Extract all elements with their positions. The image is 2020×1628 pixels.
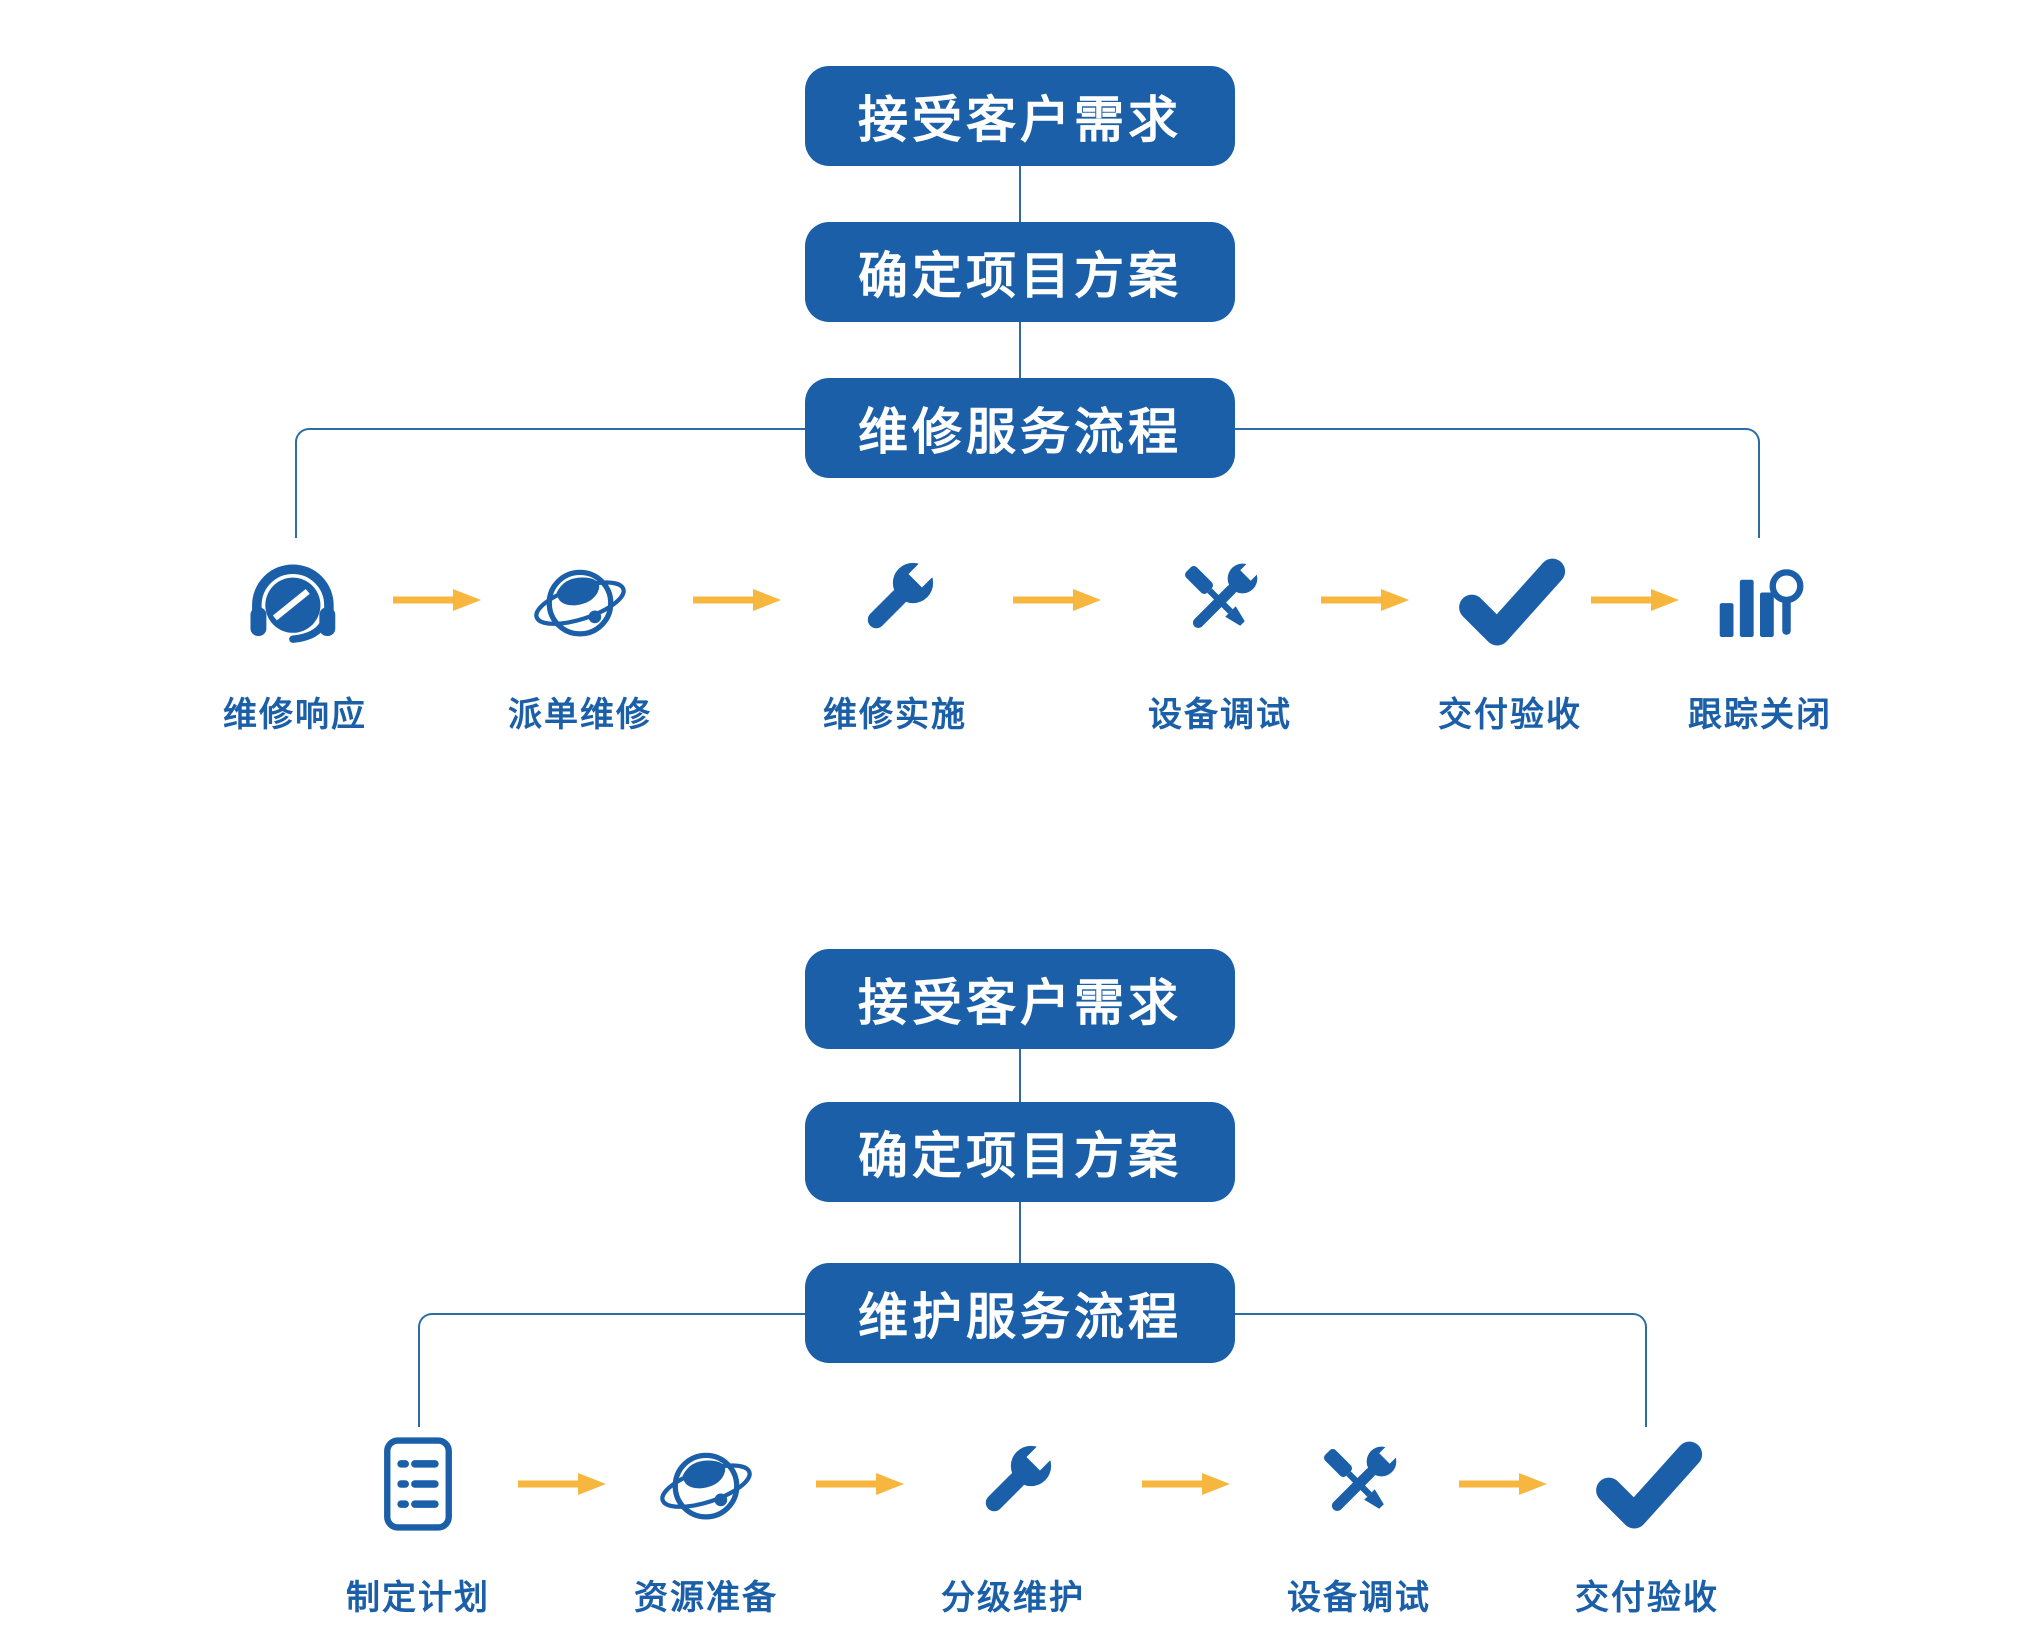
flow-step: 交付验收 (1527, 1428, 1767, 1619)
arrow-right-icon (814, 1471, 906, 1497)
step-label: 派单维修 (508, 696, 652, 734)
step-label: 跟踪关闭 (1688, 696, 1832, 734)
step-label: 维修响应 (223, 696, 367, 734)
connector-line (1019, 1049, 1021, 1102)
connector-line (1019, 166, 1021, 222)
bracket-connector-right (1235, 428, 1760, 538)
step-label: 维修实施 (823, 696, 967, 734)
flow-box-label: 维修服务流程 (858, 404, 1182, 460)
step-label: 制定计划 (346, 1579, 490, 1617)
arrow-right-icon (1589, 587, 1681, 613)
flow-step: 维修实施 (775, 545, 1015, 736)
step-label: 资源准备 (634, 1579, 778, 1617)
globe-icon (460, 545, 700, 657)
connector-line (1019, 322, 1021, 378)
flow-step: 派单维修 (460, 545, 700, 736)
wrench-icon (893, 1428, 1133, 1540)
flow-box: 接受客户需求 (805, 949, 1235, 1049)
flow-box-label: 接受客户需求 (858, 92, 1182, 148)
flow-box-label: 维护服务流程 (858, 1289, 1182, 1345)
arrow-right-icon (691, 587, 783, 613)
step-label: 交付验收 (1438, 696, 1582, 734)
flow-box: 维护服务流程 (805, 1263, 1235, 1363)
arrow-right-icon (516, 1471, 608, 1497)
arrow-right-icon (1319, 587, 1411, 613)
headset-icon (175, 545, 415, 657)
flow-box-label: 确定项目方案 (858, 248, 1182, 304)
crossed-tools-icon (1100, 545, 1340, 657)
connector-line (1019, 1202, 1021, 1263)
flow-box-label: 接受客户需求 (858, 975, 1182, 1031)
bracket-connector-left (418, 1313, 805, 1427)
chart-magnifier-icon (1640, 545, 1880, 657)
checkmark-icon (1390, 545, 1630, 657)
step-label: 设备调试 (1287, 1579, 1431, 1617)
bracket-connector-left (295, 428, 805, 538)
arrow-right-icon (1457, 1471, 1549, 1497)
flow-box: 确定项目方案 (805, 1102, 1235, 1202)
flow-step: 设备调试 (1100, 545, 1340, 736)
crossed-tools-icon (1239, 1428, 1479, 1540)
checklist-icon (298, 1428, 538, 1540)
flow-step: 资源准备 (586, 1428, 826, 1619)
flow-box: 维修服务流程 (805, 378, 1235, 478)
wrench-icon (775, 545, 1015, 657)
step-label: 分级维护 (941, 1579, 1085, 1617)
flow-step: 交付验收 (1390, 545, 1630, 736)
flow-step: 设备调试 (1239, 1428, 1479, 1619)
arrow-right-icon (391, 587, 483, 613)
flow-step: 分级维护 (893, 1428, 1133, 1619)
flow-box: 确定项目方案 (805, 222, 1235, 322)
flow-step: 维修响应 (175, 545, 415, 736)
flow-step: 跟踪关闭 (1640, 545, 1880, 736)
flow-step: 制定计划 (298, 1428, 538, 1619)
globe-icon (586, 1428, 826, 1540)
flow-box-label: 确定项目方案 (858, 1128, 1182, 1184)
step-label: 设备调试 (1148, 696, 1292, 734)
arrow-right-icon (1011, 587, 1103, 613)
bracket-connector-right (1235, 1313, 1647, 1427)
arrow-right-icon (1140, 1471, 1232, 1497)
step-label: 交付验收 (1575, 1579, 1719, 1617)
checkmark-icon (1527, 1428, 1767, 1540)
flow-box: 接受客户需求 (805, 66, 1235, 166)
